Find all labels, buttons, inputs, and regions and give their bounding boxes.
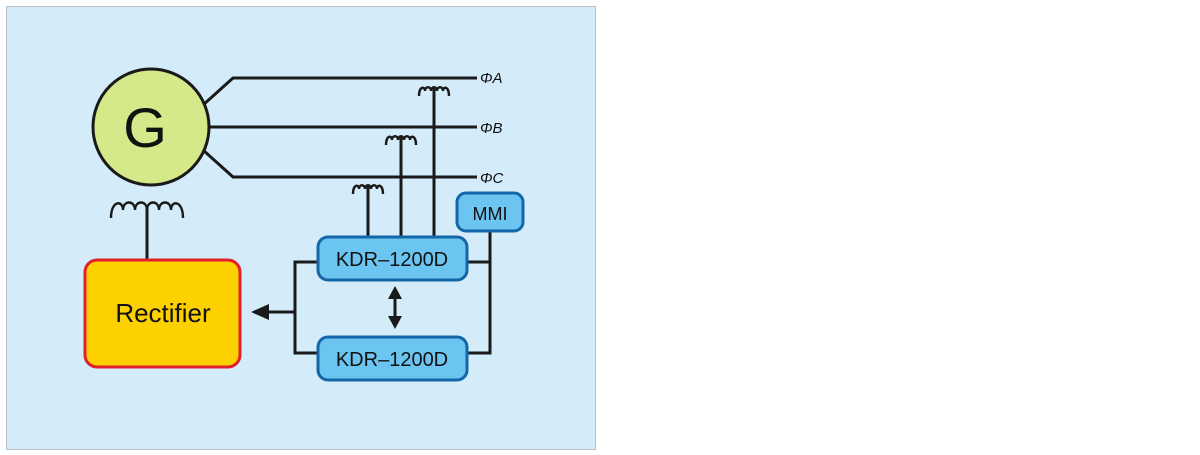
phase-c-wire: [201, 148, 477, 179]
mmi-bus: [467, 260, 492, 355]
mmi-label: MMI: [473, 204, 508, 224]
generator-circle: [91, 67, 211, 187]
phase-c-label: ΦC: [480, 170, 504, 187]
mmi-box: [455, 191, 525, 233]
excitation-system-diagram: G Rectifier MMI KDR–1200D KDR–1200D ΦA Φ…: [83, 67, 525, 382]
phase-b-ct-coil-icon: [384, 135, 418, 146]
redundancy-up-arrow-icon: [388, 286, 402, 299]
phase-c-ct-coil-icon: [351, 184, 385, 195]
phase-a-label: ΦA: [480, 70, 503, 87]
rectifier-box: [83, 258, 242, 369]
phase-a-wire: [201, 76, 477, 107]
rectifier-arrow-icon: [251, 304, 269, 320]
controller-1-label: KDR–1200D: [336, 249, 448, 271]
generator-label: G: [123, 96, 167, 159]
diagram-panel: G Rectifier MMI KDR–1200D KDR–1200D ΦA Φ…: [6, 6, 596, 450]
phase-b-label: ΦB: [480, 120, 503, 137]
phase-a-ct-coil-icon: [417, 86, 451, 97]
controller-2-label: KDR–1200D: [336, 349, 448, 371]
redundancy-down-arrow-icon: [388, 316, 402, 329]
rectifier-label: Rectifier: [115, 298, 211, 328]
control-bus-left: [293, 260, 318, 355]
controller-2-box: [316, 335, 469, 382]
controller-1-box: [316, 235, 469, 282]
